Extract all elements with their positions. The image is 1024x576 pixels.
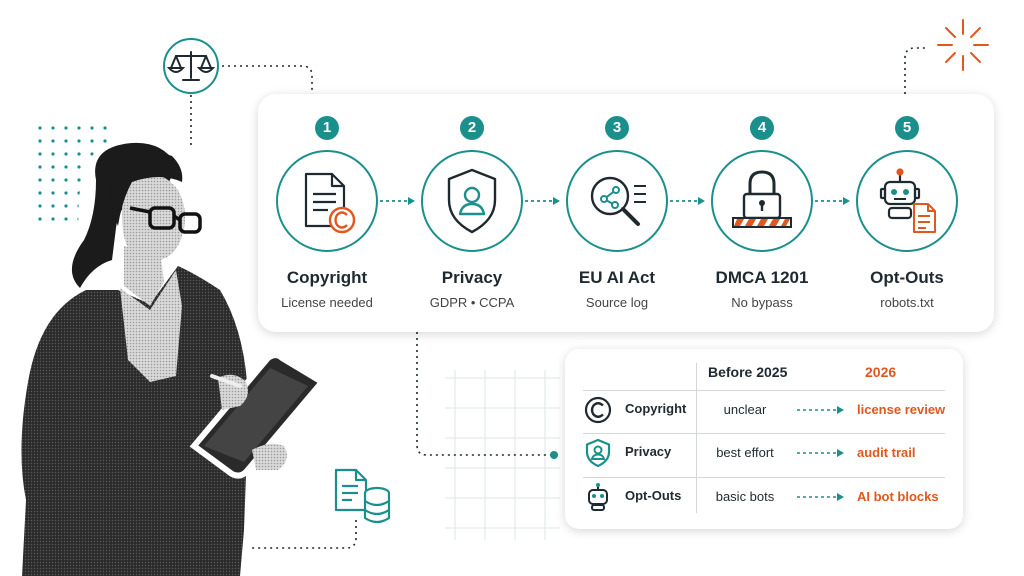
- decorative-dot: [51, 217, 55, 221]
- document-database-icon: [334, 468, 391, 524]
- table-row: Opt-Outs basic bots AI bot blocks: [565, 476, 963, 520]
- decorative-dot: [77, 139, 81, 143]
- step-title: EU AI Act: [578, 268, 656, 287]
- decorative-dot: [38, 217, 42, 221]
- step-number: 3: [605, 116, 629, 140]
- decorative-dot: [51, 139, 55, 143]
- step-icon-circle: [856, 150, 958, 252]
- step-icon-circle: [276, 150, 378, 252]
- row-after-value: license review: [857, 402, 946, 417]
- robot-document-icon: [879, 168, 936, 233]
- decorative-dot: [103, 139, 107, 143]
- decorative-dot: [38, 165, 42, 169]
- step-subtitle: License needed: [281, 295, 373, 310]
- row-label: Copyright: [625, 401, 687, 416]
- connector-dot: [550, 451, 558, 459]
- sparkle-burst-icon: [937, 19, 989, 71]
- step-number: 5: [895, 116, 919, 140]
- step-title: Copyright: [286, 268, 368, 287]
- step-opt-outs: 5: [842, 94, 972, 332]
- row-label: Privacy: [625, 444, 672, 459]
- decorative-dot: [64, 178, 68, 182]
- table-divider: [583, 390, 945, 391]
- step-eu-ai-act: 3 EU AI Act Source log: [552, 94, 682, 332]
- step-title: Privacy: [441, 268, 503, 287]
- decorative-dot: [90, 139, 94, 143]
- decorative-dot: [64, 139, 68, 143]
- decorative-dot: [51, 204, 55, 208]
- decorative-dot: [64, 191, 68, 195]
- decorative-dot: [38, 204, 42, 208]
- row-before-value: best effort: [716, 445, 774, 460]
- table-row: Privacy best effort audit trail: [565, 432, 963, 476]
- decorative-dot: [51, 191, 55, 195]
- step-icon-circle: [566, 150, 668, 252]
- padlock-barrier-icon: [732, 170, 792, 228]
- magnifier-network-icon: [590, 176, 646, 226]
- comparison-table: Before 2025 2026 Copyright unclear licen…: [565, 349, 963, 529]
- decorative-dot: [77, 152, 81, 156]
- decorative-dot: [51, 165, 55, 169]
- decorative-dot: [38, 191, 42, 195]
- row-before-value: basic bots: [715, 489, 775, 504]
- step-subtitle: No bypass: [731, 295, 793, 310]
- decorative-dot: [90, 126, 94, 130]
- decorative-dot: [38, 126, 42, 130]
- compliance-steps-card: 1 Copyright License needed 2: [258, 94, 994, 332]
- step-title: DMCA 1201: [715, 268, 809, 287]
- decorative-dot: [64, 126, 68, 130]
- step-icon-circle: [711, 150, 813, 252]
- header-after: 2026: [865, 364, 897, 380]
- step-connectors: [380, 197, 850, 205]
- row-before-value: unclear: [723, 402, 767, 417]
- step-subtitle: robots.txt: [880, 295, 934, 310]
- step-number: 1: [315, 116, 339, 140]
- decorative-dot: [77, 178, 81, 182]
- shield-user-icon: [447, 168, 497, 234]
- copyright-icon: [584, 396, 612, 424]
- step-privacy: 2 Privacy GDPR • CCPA: [407, 94, 537, 332]
- arrow-right-icon: [797, 406, 844, 414]
- decorative-dot: [64, 217, 68, 221]
- decorative-dot: [64, 165, 68, 169]
- row-after-value: AI bot blocks: [857, 489, 939, 504]
- step-number: 2: [460, 116, 484, 140]
- decorative-dot: [64, 204, 68, 208]
- step-subtitle: Source log: [585, 295, 649, 310]
- table-divider-vertical: [696, 363, 697, 513]
- table-divider: [583, 433, 945, 434]
- step-title: Opt-Outs: [870, 268, 944, 287]
- decorative-dot: [90, 152, 94, 156]
- document-copyright-icon: [304, 172, 356, 234]
- dotted-connectors: [190, 47, 928, 549]
- decorative-dot: [38, 152, 42, 156]
- step-copyright: 1 Copyright License needed: [262, 94, 392, 332]
- table-row: Copyright unclear license review: [565, 389, 963, 433]
- decorative-dot: [51, 152, 55, 156]
- woman-with-tablet-illustration: [8, 137, 320, 576]
- decorative-dot: [77, 126, 81, 130]
- decorative-dot: [51, 126, 55, 130]
- decorative-dot: [38, 178, 42, 182]
- decorative-dot: [77, 165, 81, 169]
- step-dmca-1201: 4 DMCA 1201 No bypass: [697, 94, 827, 332]
- row-label: Opt-Outs: [625, 488, 682, 503]
- step-subtitle: GDPR • CCPA: [429, 295, 515, 310]
- header-before: Before 2025: [708, 364, 788, 380]
- row-after-value: audit trail: [857, 445, 916, 460]
- table-divider: [583, 477, 945, 478]
- step-icon-circle: [421, 150, 523, 252]
- arrow-right-icon: [797, 493, 844, 501]
- decorative-dot: [64, 152, 68, 156]
- robot-icon: [588, 483, 608, 511]
- scales-of-justice-icon: [163, 38, 219, 94]
- shield-user-icon: [585, 438, 611, 468]
- decorative-dot: [51, 178, 55, 182]
- arrow-right-icon: [797, 449, 844, 457]
- decorative-dot: [103, 126, 107, 130]
- decorative-dot: [38, 139, 42, 143]
- step-number: 4: [750, 116, 774, 140]
